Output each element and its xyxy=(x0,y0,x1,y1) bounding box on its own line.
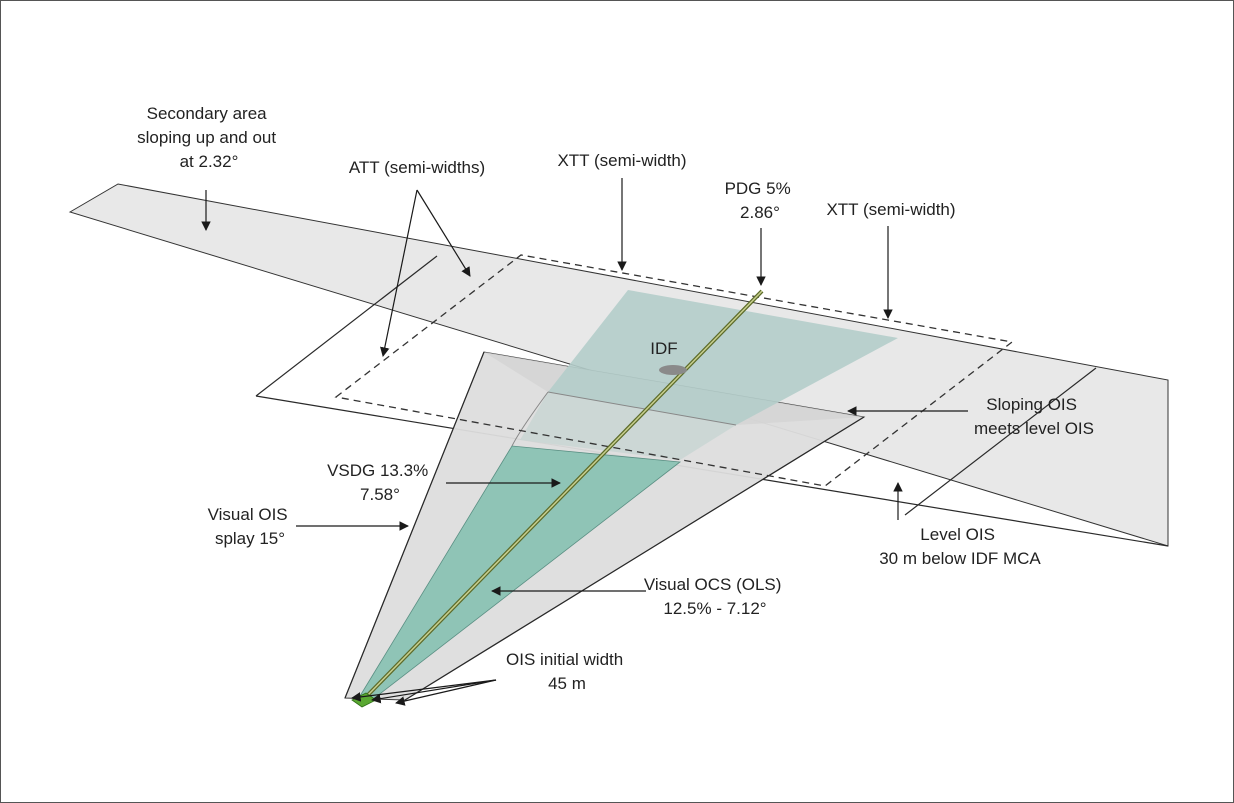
arrow-ois-initial-2 xyxy=(371,679,497,704)
idf-area xyxy=(548,290,898,425)
label-secondary-area: Secondary area sloping up and out at 2.3… xyxy=(137,104,281,171)
label-visual-ois: Visual OIS splay 15° xyxy=(208,505,293,548)
inner-cross-line xyxy=(547,391,737,426)
label-visual-ocs: Visual OCS (OLS) 12.5% - 7.12° xyxy=(644,575,786,618)
band-divider-right xyxy=(904,367,1097,516)
arrow-att-right xyxy=(416,189,471,277)
label-xtt-right: XTT (semi-width) xyxy=(826,200,955,219)
label-att: ATT (semi-widths) xyxy=(349,158,485,177)
label-level-ois: Level OIS 30 m below IDF MCA xyxy=(879,525,1041,568)
label-idf: IDF xyxy=(650,339,677,358)
ois-curve-boundary xyxy=(511,391,549,447)
splay-edge-right xyxy=(404,416,865,701)
label-ois-initial: OIS initial width 45 m xyxy=(506,650,628,693)
label-vsdg: VSDG 13.3% 7.58° xyxy=(327,461,433,504)
splay-edge-left xyxy=(344,351,485,699)
arrow-att-left xyxy=(380,189,418,357)
track-line-inner xyxy=(364,290,763,699)
label-xtt-left: XTT (semi-width) xyxy=(557,151,686,170)
label-sloping-ois: Sloping OIS meets level OIS xyxy=(974,395,1094,438)
arrow-ois-initial-3 xyxy=(395,679,497,706)
band-divider-left xyxy=(255,255,438,397)
idf-marker xyxy=(659,365,687,375)
att-xtt-box xyxy=(334,254,1014,487)
label-pdg: PDG 5% 2.86° xyxy=(725,179,796,222)
